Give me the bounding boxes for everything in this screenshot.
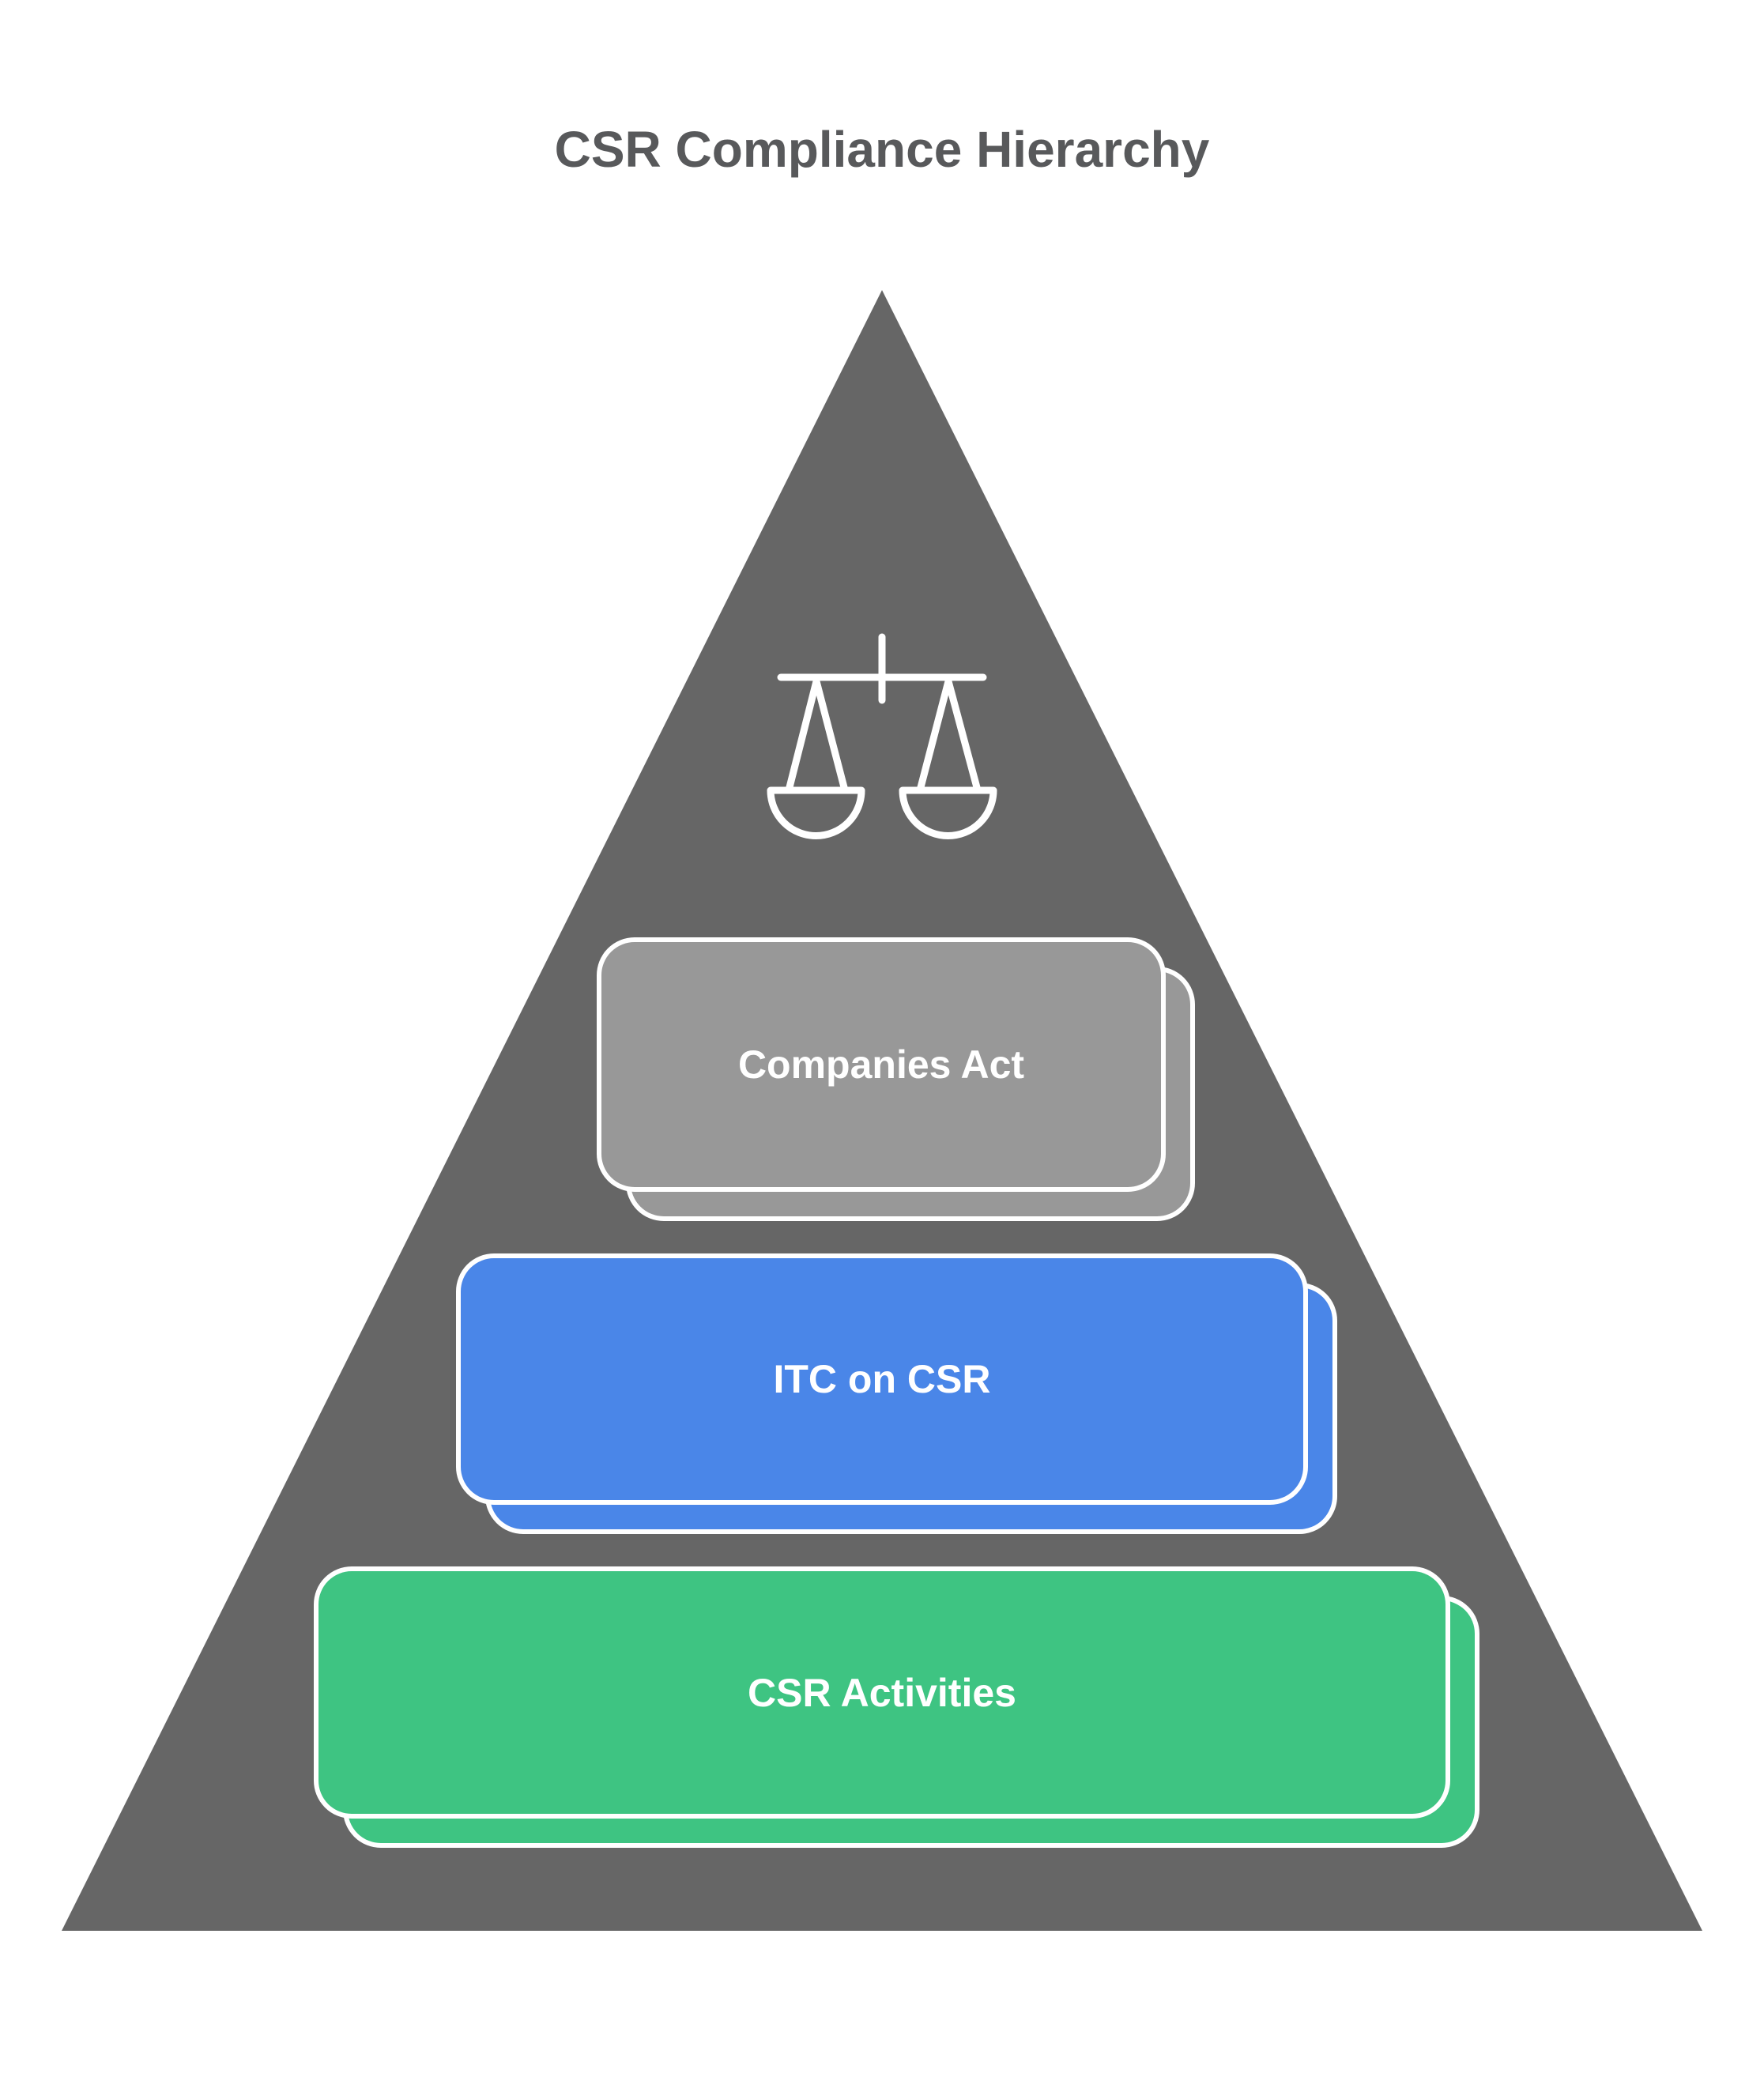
level-card: CSR Activities	[314, 1566, 1450, 1819]
scales-left-pan	[767, 786, 865, 839]
scales-right-pan	[899, 786, 997, 839]
scales-icon	[767, 633, 997, 839]
scales-right-hanger	[944, 677, 982, 794]
scales-left-hanger	[785, 677, 820, 794]
pyramid-level-companies-act: Companies Act	[597, 937, 1195, 1221]
scales-left-hanger	[812, 677, 849, 794]
level-card: ITC on CSR	[456, 1253, 1308, 1505]
page-title: CSR Compliance Hierarchy	[554, 121, 1210, 178]
pyramid-level-csr-activities: CSR Activities	[314, 1566, 1479, 1848]
pyramid-level-itc-on-csr: ITC on CSR	[456, 1253, 1337, 1534]
level-label: CSR Activities	[748, 1670, 1016, 1715]
level-card: Companies Act	[597, 937, 1166, 1192]
scales-right-hanger	[916, 677, 952, 794]
level-label: ITC on CSR	[773, 1357, 991, 1401]
level-label: Companies Act	[737, 1042, 1025, 1087]
